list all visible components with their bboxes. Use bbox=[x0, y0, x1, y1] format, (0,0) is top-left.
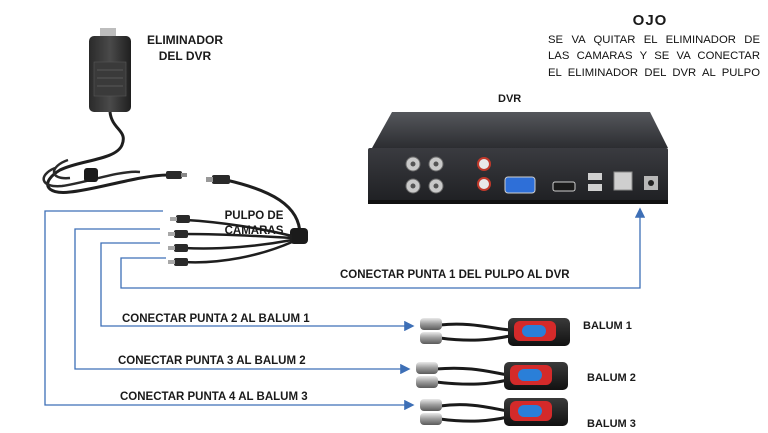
note-line-3: EL ELIMINADOR DEL DVR AL PULPO bbox=[548, 67, 760, 79]
note-line-2: LAS CAMARAS Y SE VA CONECTAR bbox=[548, 50, 760, 62]
connector-line-2 bbox=[100, 242, 415, 332]
dvr-label: DVR bbox=[498, 93, 522, 105]
splitter-cable bbox=[168, 175, 308, 266]
balum-2-label: BALUM 2 bbox=[587, 372, 636, 384]
pulpo-label: PULPO DE CAMARAS bbox=[214, 209, 294, 239]
connector-line-1 bbox=[120, 207, 646, 289]
hdmi-port bbox=[552, 181, 576, 192]
balum-1-label: BALUM 1 bbox=[583, 320, 632, 332]
balun-2 bbox=[416, 362, 568, 390]
connect-1-label: CONECTAR PUNTA 1 DEL PULPO AL DVR bbox=[340, 269, 570, 281]
eliminador-label: ELIMINADOR DEL DVR bbox=[130, 32, 240, 64]
connect-2-label: CONECTAR PUNTA 2 AL BALUM 1 bbox=[122, 313, 310, 325]
note-title: OJO bbox=[632, 12, 668, 29]
balun-1 bbox=[420, 318, 570, 346]
balun-3 bbox=[420, 398, 568, 426]
audio-ports bbox=[477, 157, 491, 191]
usb-ports bbox=[588, 173, 602, 191]
power-adapter bbox=[42, 28, 187, 194]
eliminador-label-line2: DEL DVR bbox=[158, 49, 212, 63]
vga-port bbox=[504, 176, 536, 194]
pulpo-label-line1: PULPO DE bbox=[224, 210, 284, 222]
dvr-device bbox=[368, 112, 668, 204]
connect-3-label: CONECTAR PUNTA 3 AL BALUM 2 bbox=[118, 355, 306, 367]
pulpo-label-line2: CAMARAS bbox=[224, 225, 284, 237]
balum-3-label: BALUM 3 bbox=[587, 418, 636, 430]
note-line-1: SE VA QUITAR EL ELIMINADOR DE bbox=[548, 34, 760, 46]
connect-4-label: CONECTAR PUNTA 4 AL BALUM 3 bbox=[120, 391, 308, 403]
connector-line-4 bbox=[44, 210, 415, 411]
ethernet-port bbox=[613, 171, 633, 191]
connector-line-3 bbox=[74, 228, 411, 375]
eliminador-label-line1: ELIMINADOR bbox=[147, 33, 223, 47]
